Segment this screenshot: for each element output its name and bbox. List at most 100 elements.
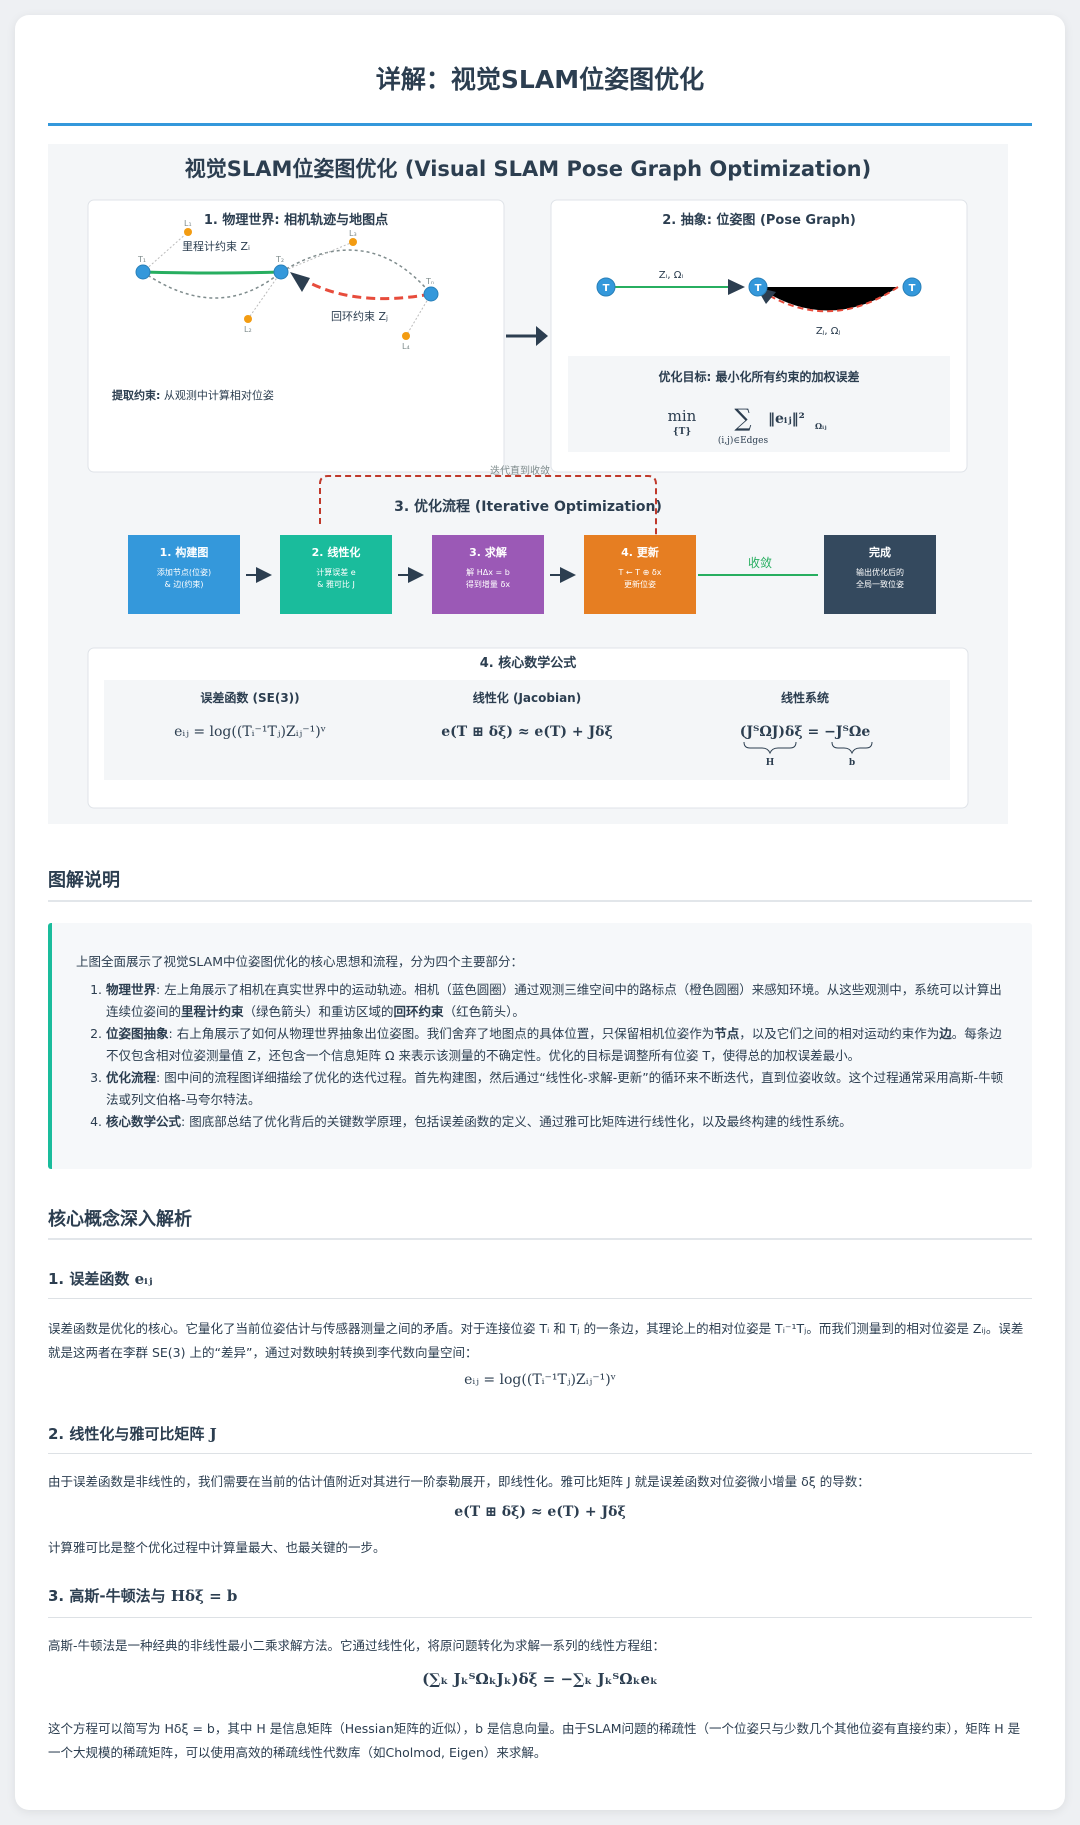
trajectory-curve-2	[280, 249, 432, 295]
svg-text:得到增量 δx: 得到增量 δx	[466, 579, 510, 589]
panel4-title: 4. 核心数学公式	[480, 655, 577, 671]
svg-text:& 雅可比 J: & 雅可比 J	[317, 579, 355, 589]
formula-heading: 线性化 (Jacobian)	[473, 690, 581, 705]
landmark-label: L₃	[349, 229, 357, 238]
pose-label: T₂	[275, 255, 284, 264]
diagram-title: 视觉SLAM位姿图优化 (Visual SLAM Pose Graph Opti…	[185, 157, 871, 181]
deep-heading: 核心概念深入解析	[48, 1209, 192, 1230]
landmark-point	[244, 315, 252, 323]
list-item: 优化流程: 图中间的流程图详细描绘了优化的迭代过程。首先构建图，然后通过“线性化…	[106, 1067, 1008, 1111]
panel3-title: 3. 优化流程 (Iterative Optimization)	[394, 498, 662, 515]
step-linearize: 2. 线性化 计算误差 e & 雅可比 J	[280, 535, 392, 614]
svg-text:(i,j)∈Edges: (i,j)∈Edges	[718, 435, 769, 446]
landmark-label: L₁	[184, 219, 192, 228]
gauss-newton-equation: (∑ₖ JₖᵀΩₖJₖ)δξ = −∑ₖ JₖᵀΩₖeₖ	[422, 1670, 658, 1688]
explain-intro: 上图全面展示了视觉SLAM中位姿图优化的核心思想和流程，分为四个主要部分：	[76, 954, 524, 969]
svg-text:4. 更新: 4. 更新	[621, 545, 659, 559]
svg-text:(JᵀΩJ)δξ = −JᵀΩe: (JᵀΩJ)δξ = −JᵀΩe	[740, 724, 871, 740]
svg-text:H: H	[766, 758, 775, 768]
formula-box	[104, 680, 950, 780]
pose-label: T₁	[137, 255, 146, 264]
panel2-title: 2. 抽象: 位姿图 (Pose Graph)	[662, 212, 856, 228]
loop-closure-label: 回环约束 Zⱼ	[331, 310, 388, 323]
pose-label: Tₙ	[425, 277, 434, 286]
svg-text:∑: ∑	[734, 404, 751, 432]
svg-text:{T}: {T}	[673, 427, 691, 437]
diagram-svg: 视觉SLAM位姿图优化 (Visual SLAM Pose Graph Opti…	[87, 157, 969, 809]
explain-heading: 图解说明	[48, 870, 120, 891]
pose-graph-diagram: 视觉SLAM位姿图优化 (Visual SLAM Pose Graph Opti…	[48, 144, 1008, 824]
flow-arrowhead	[536, 326, 548, 346]
linear-system-formula: (JᵀΩJ)δξ = −JᵀΩe H b	[740, 724, 873, 768]
svg-text:添加节点(位姿): 添加节点(位姿)	[157, 567, 211, 577]
linearize-formula: e(T ⊞ δξ) ≈ e(T) + Jδξ	[441, 724, 612, 740]
step-build-graph: 1. 构建图 添加节点(位姿) & 边(约束)	[128, 535, 240, 614]
landmark-point	[349, 238, 357, 246]
camera-pose	[273, 264, 289, 280]
objective-title: 优化目标: 最小化所有约束的加权误差	[659, 369, 860, 384]
svg-text:解 HΔx = b: 解 HΔx = b	[466, 567, 510, 577]
jacobian-paragraph: 由于误差函数是非线性的，我们需要在当前的估计值附近对其进行一阶泰勒展开，即线性化…	[48, 1474, 870, 1489]
trajectory-curve	[142, 271, 282, 299]
svg-text:T ← T ⊕ δx: T ← T ⊕ δx	[618, 568, 662, 577]
step-update: 4. 更新 T ← T ⊕ δx 更新位姿	[584, 535, 696, 614]
edge-odometry-label: Zᵢ, Ωᵢ	[659, 270, 684, 281]
list-item: 物理世界: 左上角展示了相机在真实世界中的运动轨迹。相机（蓝色圆圈）通过观测三维…	[106, 979, 1008, 1023]
svg-text:& 边(约束): & 边(约束)	[164, 579, 203, 589]
svg-text:计算误差 e: 计算误差 e	[316, 567, 356, 577]
error-formula: eᵢⱼ = log((Tᵢ⁻¹Tⱼ)Zᵢⱼ⁻¹)ᵛ	[174, 724, 326, 740]
landmark-label: L₄	[402, 342, 410, 351]
panel-physical-world	[87, 199, 505, 473]
explain-list: 物理世界: 左上角展示了相机在真实世界中的运动轨迹。相机（蓝色圆圈）通过观测三维…	[76, 979, 1008, 1133]
camera-pose	[423, 286, 439, 302]
graph-node-label: T	[603, 283, 610, 294]
gauss-newton-note: 这个方程可以简写为 Hδξ = b，其中 H 是信息矩阵（Hessian矩阵的近…	[48, 1721, 1021, 1760]
title-divider	[48, 123, 1032, 126]
formula-heading: 误差函数 (SE(3))	[200, 690, 299, 705]
list-item: 位姿图抽象: 右上角展示了如何从物理世界抽象出位姿图。我们舍弃了地图点的具体位置…	[106, 1023, 1008, 1067]
edge-loop-label: Zⱼ, Ωⱼ	[816, 326, 841, 337]
jacobian-note: 计算雅可比是整个优化过程中计算量最大、也最关键的一步。	[48, 1540, 386, 1555]
loop-label: 迭代直到收敛	[490, 464, 550, 477]
subsection-divider	[48, 1453, 1032, 1454]
graph-loop-region	[758, 287, 898, 311]
list-item: 核心数学公式: 图底部总结了优化背后的关键数学原理，包括误差函数的定义、通过雅可…	[106, 1111, 1008, 1133]
subsection-divider	[48, 1298, 1032, 1299]
subsection-divider	[48, 1617, 1032, 1618]
svg-text:min: min	[668, 407, 697, 425]
gauss-newton-paragraph: 高斯-牛顿法是一种经典的非线性最小二乘求解方法。它通过线性化，将原问题转化为求解…	[48, 1638, 666, 1653]
subsection-jacobian-title: 2. 线性化与雅可比矩阵 J	[48, 1425, 217, 1443]
subsection-gauss-newton-title: 3. 高斯-牛顿法与 Hδξ = b	[48, 1587, 238, 1605]
svg-text:完成: 完成	[869, 545, 891, 559]
error-paragraph: 误差函数是优化的核心。它量化了当前位姿估计与传感器测量之间的矛盾。对于连接位姿 …	[48, 1321, 1024, 1360]
svg-text:3. 求解: 3. 求解	[469, 545, 507, 559]
camera-pose	[135, 264, 151, 280]
svg-text:输出优化后的: 输出优化后的	[856, 567, 904, 577]
objective-box	[568, 356, 950, 452]
svg-text:全局一致位姿: 全局一致位姿	[856, 579, 904, 589]
formula-heading: 线性系统	[781, 690, 829, 705]
extract-caption: 提取约束: 从观测中计算相对位姿	[112, 388, 274, 402]
landmark-point	[402, 332, 410, 340]
flow-steps: 1. 构建图 添加节点(位姿) & 边(约束) 2. 线性化 计算误差 e & …	[128, 535, 936, 614]
jacobian-equation: e(T ⊞ δξ) ≈ e(T) + Jδξ	[454, 1504, 626, 1520]
graph-loop-edge	[759, 286, 899, 313]
panel1-title: 1. 物理世界: 相机轨迹与地图点	[204, 212, 388, 228]
landmark-point	[184, 228, 192, 236]
step-done: 完成 输出优化后的 全局一致位姿	[824, 535, 936, 614]
objective-formula: min {T} ∑ (i,j)∈Edges ‖eᵢⱼ‖² Ωᵢⱼ	[668, 404, 827, 446]
loop-arrowhead	[290, 272, 310, 292]
subsection-error-title: 1. 误差函数 eᵢⱼ	[48, 1270, 153, 1288]
svg-text:1. 构建图: 1. 构建图	[160, 545, 209, 559]
converge-label: 收敛	[748, 555, 772, 570]
graph-node-label: T	[909, 283, 916, 294]
page-title: 详解：视觉SLAM位姿图优化	[375, 65, 705, 94]
landmark-label: L₂	[244, 325, 252, 334]
svg-text:2. 线性化: 2. 线性化	[312, 545, 361, 559]
graph-node-label: T	[755, 283, 762, 294]
odometry-edge	[142, 270, 282, 275]
svg-text:更新位姿: 更新位姿	[624, 579, 656, 589]
deep-divider	[48, 1238, 1032, 1240]
loop-closure-edge	[295, 273, 432, 301]
odometry-label: 里程计约束 Zᵢ	[182, 240, 250, 253]
